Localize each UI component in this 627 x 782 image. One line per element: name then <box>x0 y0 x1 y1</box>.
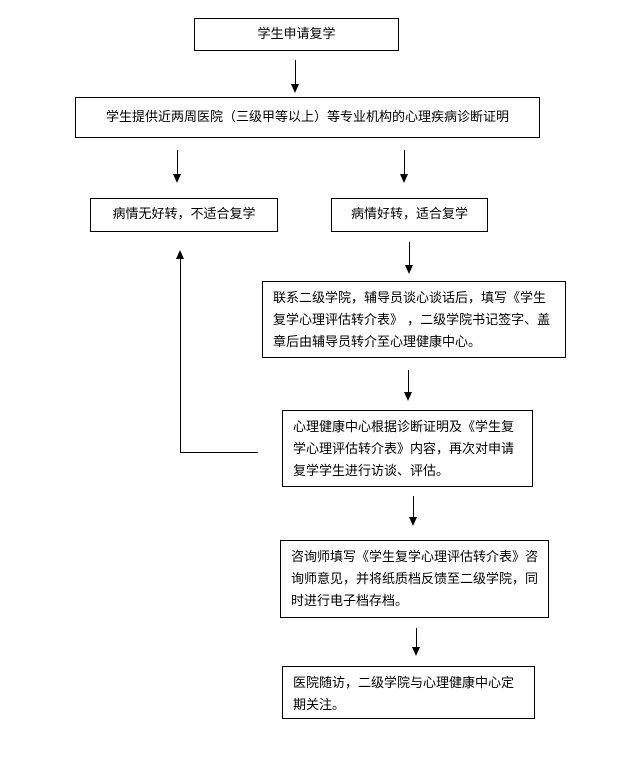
arrow-suitable-to-contact <box>409 242 410 266</box>
start-text: 学生申请复学 <box>257 26 336 42</box>
arrow-head-down-icon <box>173 174 181 183</box>
arrow-contact-to-review <box>408 370 409 393</box>
certificate-box: 学生提供近两周医院（三级甲等以上）等专业机构的心理疾病诊断证明 <box>75 97 540 138</box>
arrow-head-down-icon <box>291 84 299 93</box>
center-review-box: 心理健康中心根据诊断证明及《学生复学心理评估转介表》内容，再次对申请复学学生进行… <box>282 410 533 487</box>
contact-text: 联系二级学院，辅导员谈心谈话后，填写《学生复学心理评估转介表》 ，二级学院书记签… <box>273 291 551 350</box>
arrow-start-to-certificate <box>295 60 296 85</box>
suitable-text: 病情好转，适合复学 <box>350 207 468 222</box>
feedback-line-vertical <box>180 258 181 453</box>
arrow-head-up-icon <box>176 250 184 259</box>
arrow-head-down-icon <box>404 392 412 401</box>
not-suitable-box: 病情无好转，不适合复学 <box>90 198 278 232</box>
center-review-text: 心理健康中心根据诊断证明及《学生复学心理评估转介表》内容，再次对申请复学学生进行… <box>293 420 515 479</box>
arrow-certificate-to-suitable <box>404 150 405 175</box>
arrow-head-down-icon <box>409 517 417 526</box>
arrow-counselor-to-follow-up <box>416 628 417 648</box>
contact-box: 联系二级学院，辅导员谈心谈话后，填写《学生复学心理评估转介表》 ，二级学院书记签… <box>262 281 566 358</box>
counselor-box: 咨询师填写《学生复学心理评估转介表》咨询师意见，并将纸质档反馈至二级学院，同时进… <box>280 540 549 618</box>
start-box: 学生申请复学 <box>194 18 399 51</box>
not-suitable-text: 病情无好转，不适合复学 <box>112 207 256 222</box>
certificate-text: 学生提供近两周医院（三级甲等以上）等专业机构的心理疾病诊断证明 <box>105 109 509 125</box>
follow-up-box: 医院随访，二级学院与心理健康中心定期关注。 <box>282 666 535 719</box>
arrow-head-down-icon <box>400 174 408 183</box>
counselor-text: 咨询师填写《学生复学心理评估转介表》咨询师意见，并将纸质档反馈至二级学院，同时进… <box>291 550 539 609</box>
arrow-review-to-counselor <box>413 496 414 518</box>
arrow-head-down-icon <box>405 265 413 274</box>
arrow-certificate-to-not-suitable <box>177 150 178 175</box>
feedback-line-horizontal <box>180 452 258 453</box>
follow-up-text: 医院随访，二级学院与心理健康中心定期关注。 <box>293 676 515 713</box>
suitable-box: 病情好转，适合复学 <box>331 198 488 232</box>
arrow-head-down-icon <box>412 647 420 656</box>
